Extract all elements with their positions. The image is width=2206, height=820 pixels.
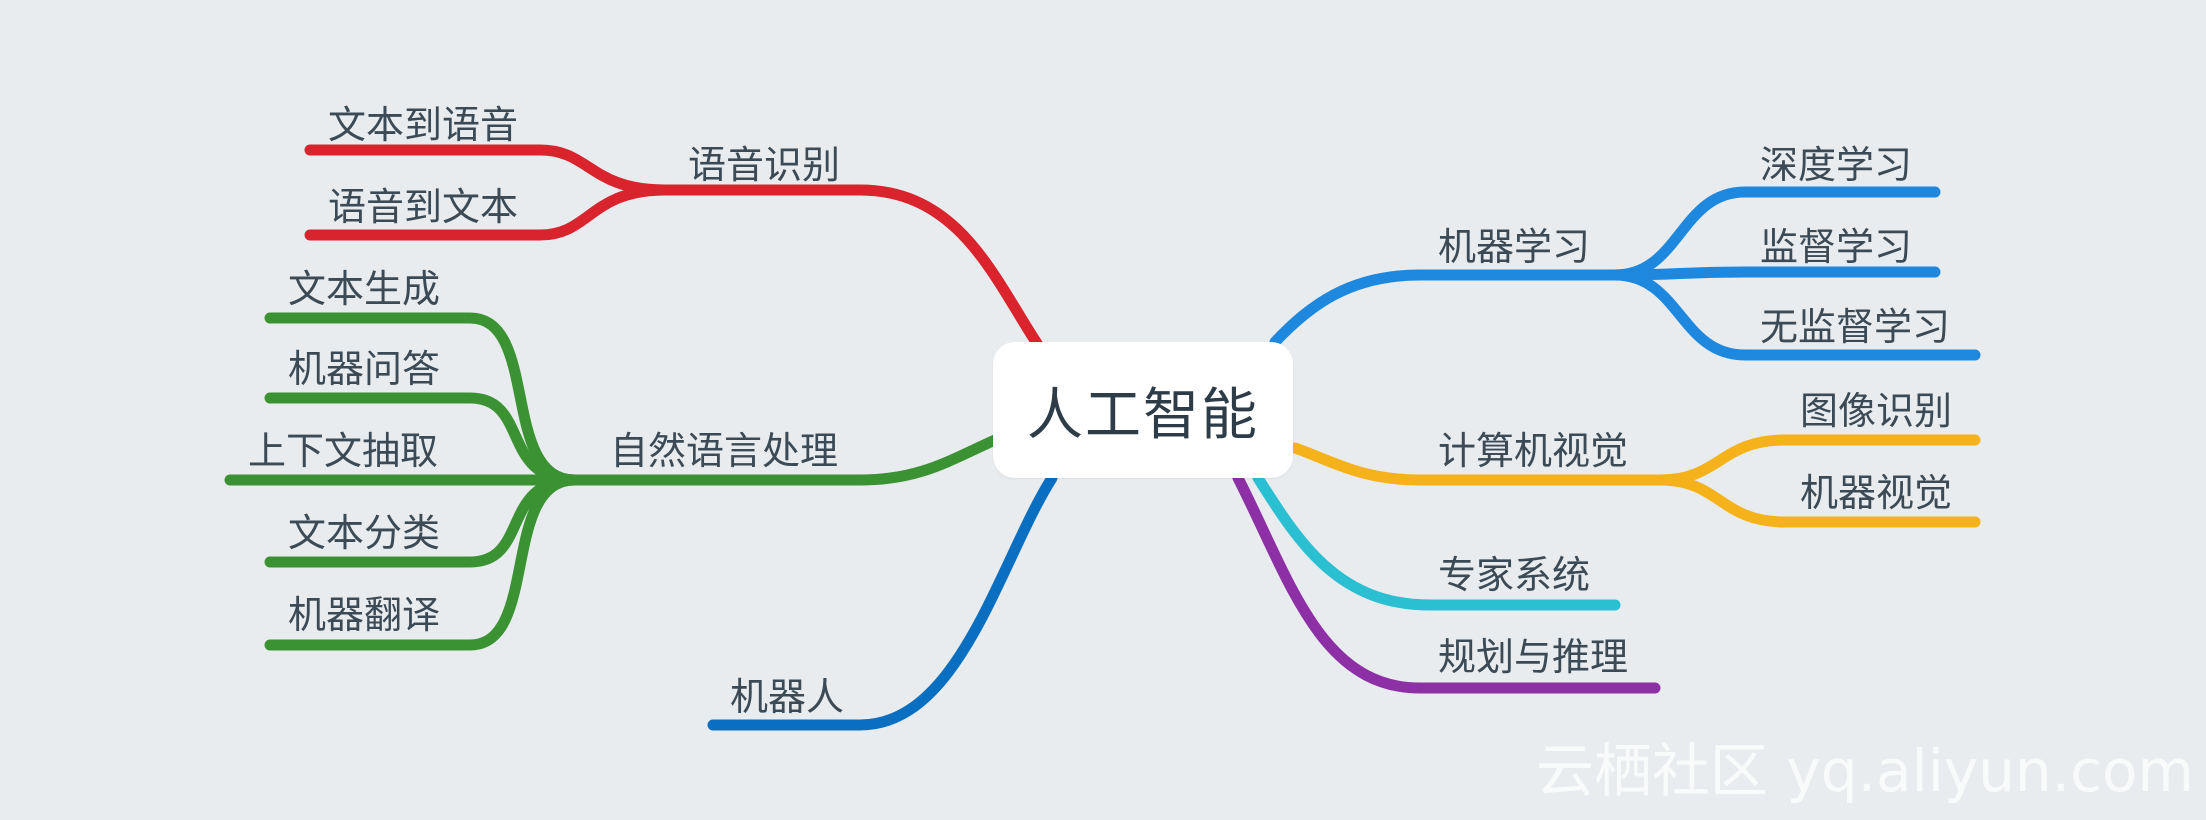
topic-machine-translation[interactable]: 机器翻译	[288, 593, 441, 637]
topic-supervised-learning[interactable]: 监督学习	[1760, 225, 1913, 269]
branch-robot	[707, 472, 1058, 731]
topic-machine-qa[interactable]: 机器问答	[288, 347, 441, 391]
topic-speech-to-text[interactable]: 语音到文本	[328, 185, 519, 229]
topic-image-recognition[interactable]: 图像识别	[1800, 389, 1953, 433]
topic-planning-reasoning[interactable]: 规划与推理	[1438, 635, 1629, 679]
topic-text-to-speech[interactable]: 文本到语音	[328, 103, 519, 147]
branch-vision	[1289, 442, 1666, 486]
topic-machine-learning[interactable]: 机器学习	[1438, 225, 1591, 269]
branch-text-to-speech	[304, 144, 671, 196]
branch-planning	[1232, 472, 1661, 694]
topic-robot[interactable]: 机器人	[730, 675, 845, 719]
topic-computer-vision[interactable]: 计算机视觉	[1438, 429, 1629, 473]
topic-expert-system[interactable]: 专家系统	[1438, 553, 1591, 597]
branch-speech-to-text	[304, 184, 671, 241]
topic-text-classification[interactable]: 文本分类	[288, 511, 441, 555]
branch-supervised-learning	[1609, 266, 1941, 281]
topic-context-extraction[interactable]: 上下文抽取	[248, 429, 439, 473]
topic-speech-recognition[interactable]: 语音识别	[688, 143, 841, 187]
branch-unsupervised-learning	[1609, 269, 1981, 361]
central-topic-label: 人工智能	[1027, 382, 1259, 448]
topic-deep-learning[interactable]: 深度学习	[1760, 143, 1913, 187]
topic-nlp[interactable]: 自然语言处理	[610, 429, 839, 473]
branch-speech	[659, 184, 1044, 351]
central-topic[interactable]: 人工智能	[993, 342, 1293, 478]
topic-text-generation[interactable]: 文本生成	[288, 267, 441, 311]
branch-expert	[1252, 472, 1621, 611]
branch-ml	[1269, 269, 1621, 348]
watermark-text: 云栖社区 yq.aliyun.com	[1536, 737, 2194, 805]
topic-unsupervised-learning[interactable]: 无监督学习	[1760, 305, 1951, 349]
branch-nlp	[569, 434, 1001, 486]
topic-machine-vision[interactable]: 机器视觉	[1800, 471, 1953, 515]
branch-machine-translation	[264, 474, 581, 651]
branch-machine-vision	[1654, 474, 1981, 528]
